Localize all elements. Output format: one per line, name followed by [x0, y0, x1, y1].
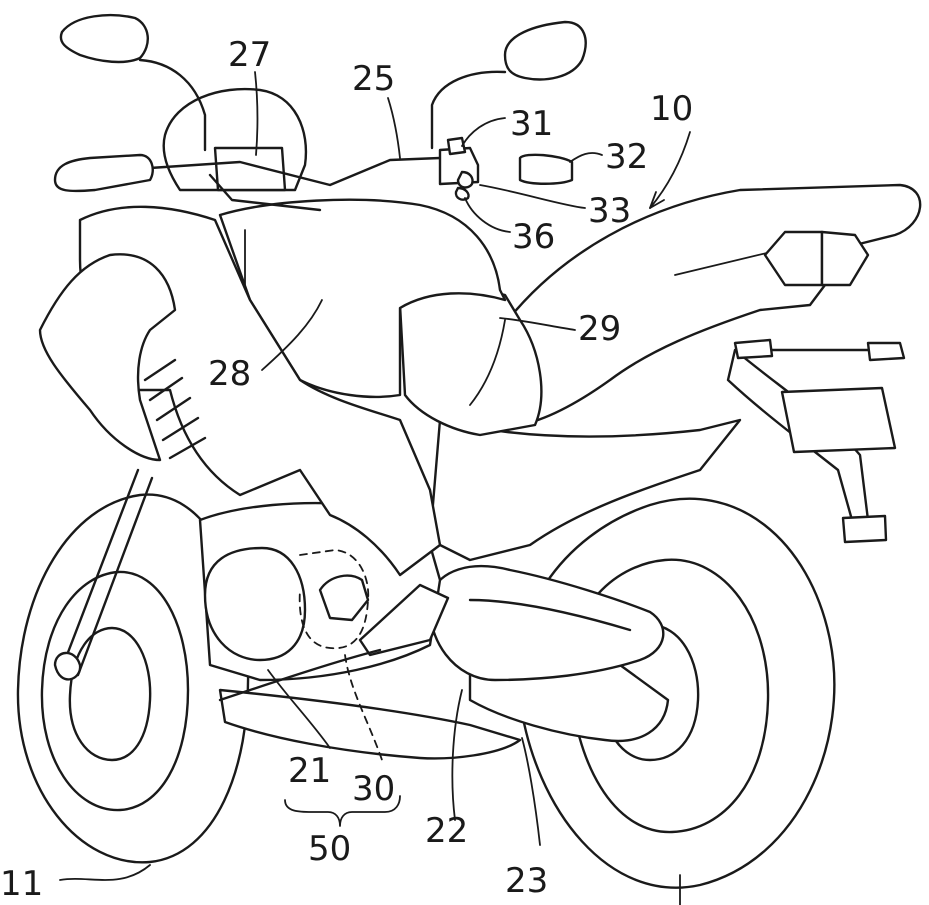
handlebar — [148, 156, 442, 187]
leader-27 — [254, 71, 259, 156]
side-panel-crease — [469, 319, 506, 406]
front-fork-left — [60, 468, 140, 670]
leader-lines — [59, 71, 691, 905]
front-fork-right — [76, 476, 154, 677]
turn-signal-right — [866, 341, 906, 362]
exhaust-header — [218, 648, 382, 702]
exhaust-pipe — [218, 688, 522, 760]
brake-lever-31 — [446, 136, 467, 156]
fuel-tank — [218, 198, 507, 399]
grip-left — [53, 153, 154, 193]
label-31: 31 — [510, 104, 553, 144]
label-50: 50 — [308, 829, 351, 869]
plate-light — [841, 514, 888, 544]
label-32: 32 — [605, 137, 648, 177]
label-11: 11 — [0, 864, 43, 904]
turn-signal-left — [733, 338, 774, 360]
engine-guard — [318, 574, 370, 622]
swingarm-exhaust — [218, 565, 670, 760]
frame-rear — [428, 418, 742, 562]
mirror-left — [59, 13, 149, 64]
mirror-stem-left — [138, 58, 207, 152]
label-36: 36 — [512, 217, 555, 257]
hidden-component-30 — [298, 549, 370, 650]
label-30: 30 — [352, 769, 395, 809]
brace-50 — [284, 795, 401, 827]
label-10: 10 — [650, 89, 693, 129]
front-wheel — [16, 468, 250, 864]
body — [38, 198, 742, 577]
leader-21 — [267, 669, 331, 749]
leader-22 — [451, 689, 463, 821]
leader-25 — [387, 97, 401, 159]
radiator-grille — [143, 358, 207, 460]
leader-11 — [59, 864, 151, 881]
hidden-line-30 — [344, 654, 383, 761]
leader-36 — [464, 197, 511, 233]
leader-33 — [479, 184, 586, 209]
license-plate — [780, 386, 897, 454]
leader-10 — [649, 131, 691, 209]
label-27: 27 — [228, 35, 271, 75]
leader-31 — [461, 117, 506, 147]
grip-right — [518, 153, 574, 185]
front-axle — [53, 651, 82, 681]
leader-10-arrow — [649, 191, 665, 209]
mirror-stem-right — [430, 70, 507, 150]
tail-section — [498, 183, 922, 544]
reference-labels: 10 11 21 22 23 25 27 28 29 30 31 32 33 3… — [0, 35, 693, 904]
mirror-right — [503, 20, 587, 81]
label-22: 22 — [425, 811, 468, 851]
switch-33 — [456, 170, 474, 189]
switch-36 — [454, 186, 470, 201]
leader-23 — [521, 737, 541, 846]
label-33: 33 — [588, 191, 631, 231]
leader-28 — [261, 299, 323, 371]
label-28: 28 — [208, 354, 251, 394]
label-23: 23 — [505, 861, 548, 901]
muffler-detail — [468, 598, 632, 632]
label-29: 29 — [578, 309, 621, 349]
label-25: 25 — [352, 59, 395, 99]
fairing-lower — [38, 253, 177, 462]
cockpit — [53, 13, 587, 212]
tail-light-right — [820, 230, 870, 287]
exhaust-muffler — [428, 565, 665, 682]
leader-29 — [499, 317, 576, 331]
rear-rim — [568, 558, 770, 834]
label-21: 21 — [288, 751, 331, 791]
instrument-27 — [213, 146, 287, 192]
front-rim — [40, 570, 190, 812]
headlight — [203, 546, 307, 662]
handlebar-clamp — [208, 173, 322, 212]
leader-32 — [569, 152, 603, 163]
